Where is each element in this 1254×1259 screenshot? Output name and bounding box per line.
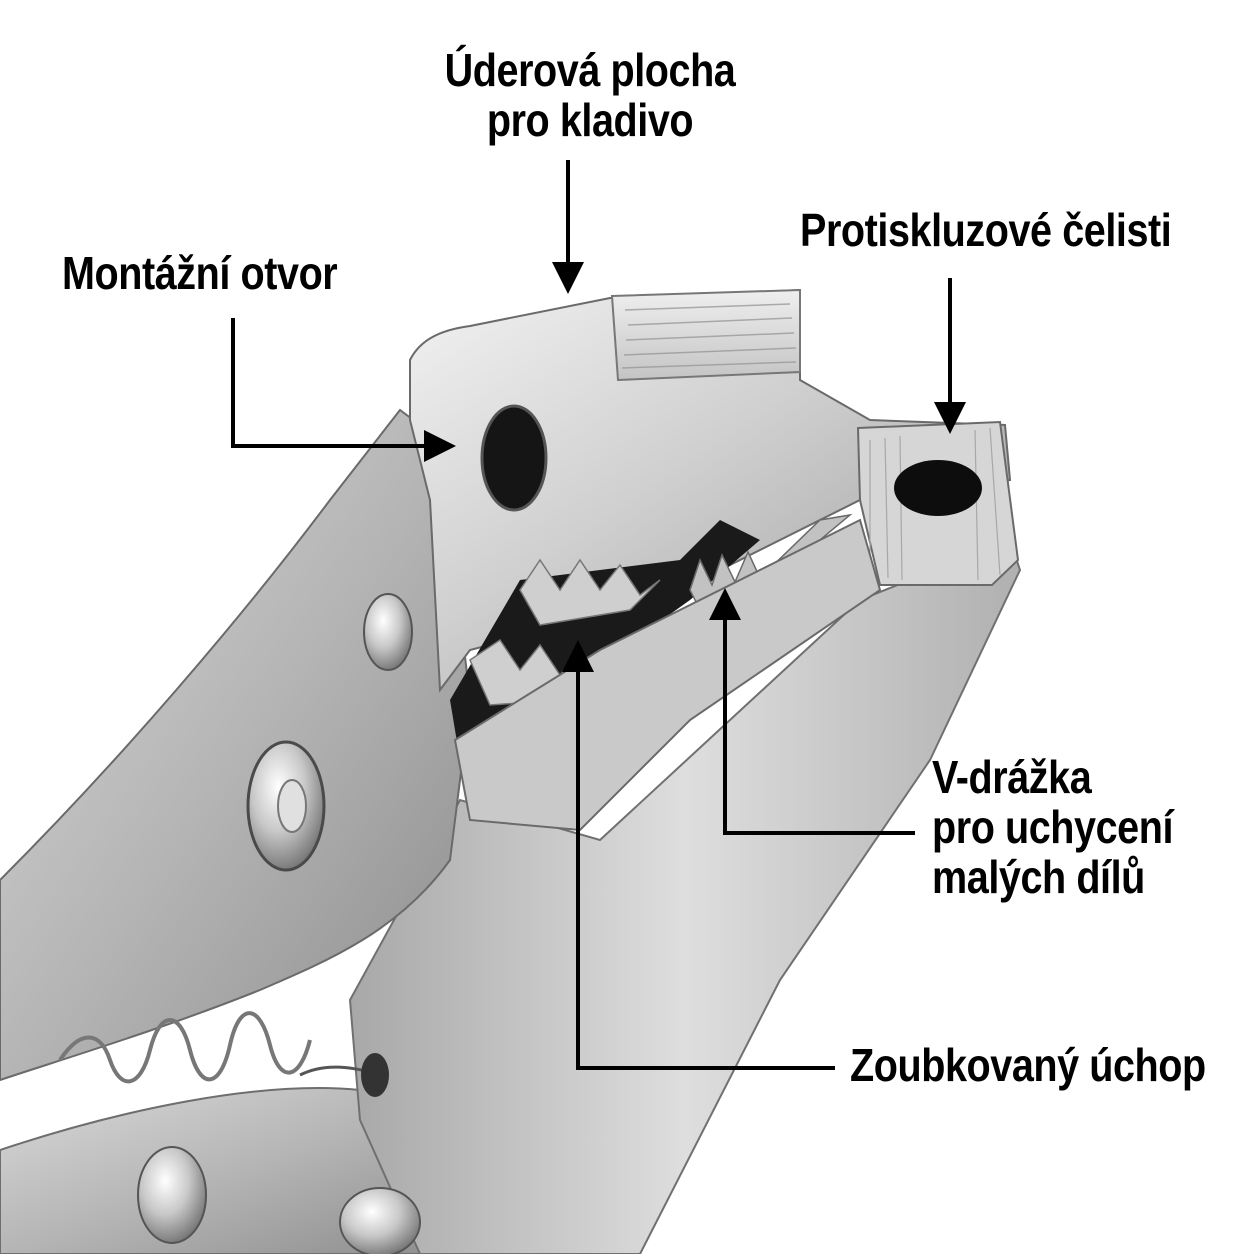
lower-arm-hole: [361, 1053, 389, 1097]
lower-rivet-left: [137, 1146, 207, 1244]
arrow-serrated-grip: [562, 640, 835, 1070]
label-v-groove-line1: V-drážka: [932, 751, 1092, 803]
hammer-face-texture: [621, 303, 797, 369]
label-v-groove: V-drážka pro uchycení malých dílů: [932, 752, 1173, 902]
label-hammer-face-line2: pro kladivo: [486, 94, 694, 146]
label-hammer-face: Úderová plocha pro kladivo: [409, 45, 770, 145]
upper-handle: [0, 408, 472, 1082]
arrow-mounting-hole: [231, 318, 456, 462]
mounting-hole: [480, 404, 548, 512]
label-mounting-hole-text: Montážní otvor: [62, 247, 338, 299]
hammer-face-block: [610, 288, 801, 382]
callout-lines: [231, 160, 966, 1070]
label-anti-slip-jaws: Protiskluzové čelisti: [800, 204, 1172, 256]
pivot-rivet-center: [277, 779, 307, 833]
label-hammer-face-line1: Úderová plocha: [444, 44, 736, 96]
lower-jaw-front: [453, 518, 882, 832]
side-rivet-hole: [363, 593, 413, 671]
lower-rivet-right: [339, 1187, 421, 1257]
label-v-groove-line2: pro uchycení: [932, 801, 1174, 853]
label-anti-slip-jaws-text: Protiskluzové čelisti: [800, 204, 1172, 256]
label-v-groove-line3: malých dílů: [932, 851, 1145, 903]
label-serrated-grip-text: Zoubkovaný úchop: [850, 1039, 1206, 1091]
arrow-v-groove: [709, 588, 915, 835]
label-mounting-hole: Montážní otvor: [62, 247, 338, 299]
jaw-tip-gap: [894, 460, 982, 516]
label-serrated-grip: Zoubkovaný úchop: [850, 1040, 1206, 1090]
